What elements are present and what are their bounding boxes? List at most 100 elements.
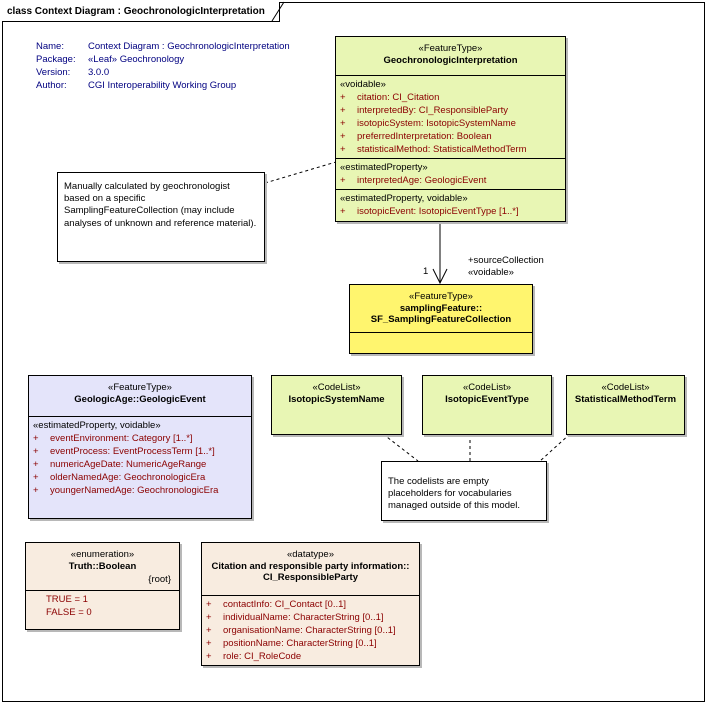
datatype-ci-responsible-party[interactable]: «datatype» Citation and responsible part…: [201, 542, 420, 666]
frame-tab-corner: [271, 1, 285, 22]
plus-sign: +: [340, 144, 346, 155]
plus-sign: +: [340, 206, 346, 217]
attribute-row: + numericAgeDate: NumericAgeRange: [33, 458, 247, 471]
note-codelists[interactable]: The codelists are empty placeholders for…: [381, 461, 547, 521]
attribute-section-voidable: «voidable» + citation: CI_Citation + inter…: [336, 75, 565, 158]
attribute-text: positionName: CharacterString [0..1]: [223, 638, 377, 649]
class-name: IsotopicEventType: [445, 393, 529, 405]
frame-title: class Context Diagram : GeochronologicIn…: [2, 2, 280, 22]
plus-sign: +: [340, 131, 346, 142]
attribute-row: +eventProcess: EventProcessTerm [1..*]: [33, 445, 247, 458]
empty-section: [350, 332, 532, 349]
attribute-row: + role: CI_RoleCode: [206, 650, 415, 663]
attribute-text: isotopicSystem: IsotopicSystemName: [357, 118, 516, 129]
attribute-row: +individualName: CharacterString [0..1]: [206, 611, 415, 624]
plus-sign: +: [340, 105, 346, 116]
class-sf-sampling-feature-collection[interactable]: «FeatureType» samplingFeature:: SF_Sampl…: [349, 284, 533, 354]
plus-sign: +: [340, 118, 346, 129]
meta-value: Context Diagram : GeochronologicInterpre…: [88, 41, 290, 52]
class-name: Truth::Boolean: [68, 560, 137, 572]
class-stereotype: «FeatureType»: [418, 43, 483, 54]
class-name-line1: samplingFeature::: [399, 302, 483, 314]
class-header: «datatype» Citation and responsible part…: [202, 543, 419, 595]
class-stereotype: «FeatureType»: [409, 291, 473, 302]
attribute-row: +preferredInterpretation: Boolean: [340, 130, 561, 143]
attribute-text: organisationName: CharacterString [0..1]: [223, 625, 396, 636]
codelist-anchor-1: [382, 433, 419, 462]
codelist-anchor-3: [539, 433, 571, 462]
class-name-line1: Citation and responsible party informati…: [211, 560, 410, 572]
attribute-text: numericAgeDate: NumericAgeRange: [50, 459, 207, 470]
section-title: «estimatedProperty, voidable»: [33, 420, 161, 431]
class-header: «CodeList» StatisticalMethodTerm: [567, 376, 684, 405]
meta-key: Version:: [36, 67, 71, 78]
attribute-text: interpretedBy: CI_ResponsibleParty: [357, 105, 509, 116]
attribute-text: citation: CI_Citation: [357, 92, 440, 103]
section-title: «estimatedProperty»: [340, 162, 428, 173]
association-multiplicity: 1: [423, 266, 429, 277]
meta-value: CGI Interoperability Working Group: [88, 80, 237, 91]
class-stereotype: «CodeList»: [312, 382, 361, 393]
meta-value: 3.0.0: [88, 67, 110, 78]
attribute-text: individualName: CharacterString [0..1]: [223, 612, 384, 623]
note-geochronologist[interactable]: Manually calculated by geochronologist b…: [57, 172, 265, 262]
attribute-text: interpretedAge: GeologicEvent: [357, 175, 487, 186]
section-title: «estimatedProperty, voidable»: [340, 193, 468, 204]
class-stereotype: «CodeList»: [462, 382, 512, 393]
attribute-text: role: CI_RoleCode: [223, 651, 302, 662]
class-header: «FeatureType» samplingFeature:: SF_Sampl…: [350, 285, 532, 332]
meta-key: Author:: [36, 80, 67, 91]
codelist-statistical-method-term[interactable]: «CodeList» StatisticalMethodTerm: [566, 375, 685, 435]
class-stereotype: «FeatureType»: [108, 382, 172, 393]
meta-key: Package:: [36, 54, 76, 65]
plus-sign: +: [340, 92, 346, 103]
literal-section: TRUE = 1 FALSE = 0: [26, 590, 179, 621]
attribute-text: contactInfo: CI_Contact [0..1]: [223, 599, 347, 610]
class-header: «FeatureType» GeochronologicInterpretati…: [336, 37, 565, 75]
meta-row-version: Version: 3.0.0: [36, 66, 290, 79]
attribute-text: eventEnvironment: Category [1..*]: [50, 433, 193, 444]
class-stereotype: «enumeration»: [70, 549, 135, 560]
codelist-isotopic-event-type[interactable]: «CodeList» IsotopicEventType: [422, 375, 552, 435]
codelist-isotopic-system-name[interactable]: «CodeList» IsotopicSystemName: [271, 375, 402, 435]
section-title: «voidable»: [340, 79, 386, 90]
enum-literal: FALSE = 0: [46, 607, 92, 618]
attribute-section: +contactInfo: CI_Contact [0..1] +individ…: [202, 595, 419, 665]
meta-value: «Leaf» Geochronology: [88, 54, 185, 65]
diagram-metadata: Name: Context Diagram : GeochronologicIn…: [36, 40, 290, 92]
attribute-text: isotopicEvent: IsotopicEventType [1..*]: [357, 206, 519, 217]
class-name: GeologicAge::GeologicEvent: [74, 393, 206, 405]
class-stereotype: «datatype»: [286, 549, 334, 560]
attribute-row: + citation: CI_Citation: [340, 91, 561, 104]
attribute-row: + organisationName: CharacterString [0..1…: [206, 624, 415, 637]
association-role: +sourceCollection: [468, 255, 544, 266]
plus-sign: +: [33, 446, 39, 457]
plus-sign: +: [340, 175, 346, 186]
plus-sign: +: [206, 599, 212, 610]
class-geologic-event[interactable]: «FeatureType» GeologicAge::GeologicEvent…: [28, 375, 252, 519]
meta-row-name: Name: Context Diagram : GeochronologicIn…: [36, 40, 290, 53]
attribute-row: + isotopicSystem: IsotopicSystemName: [340, 117, 561, 130]
attribute-row: + interpretedAge: GeologicEvent: [340, 174, 561, 187]
plus-sign: +: [33, 459, 39, 470]
class-stereotype: «CodeList»: [601, 382, 650, 393]
plus-sign: +: [206, 625, 212, 636]
meta-row-author: Author: CGI Interoperability Working Gro…: [36, 79, 290, 92]
plus-sign: +: [33, 485, 39, 496]
enumeration-truth-boolean[interactable]: «enumeration» Truth::Boolean {root} TRUE…: [25, 542, 180, 630]
attribute-row: + isotopicEvent: IsotopicEventType [1..*]: [340, 205, 561, 218]
attribute-text: youngerNamedAge: GeochronologicEra: [50, 485, 219, 496]
attribute-row: + interpretedBy: CI_ResponsibleParty: [340, 104, 561, 117]
class-name: IsotopicSystemName: [288, 393, 385, 405]
plus-sign: +: [206, 651, 212, 662]
plus-sign: +: [206, 638, 212, 649]
class-header: «CodeList» IsotopicSystemName: [272, 376, 401, 405]
association-arrowhead: [432, 268, 448, 285]
class-tag: {root}: [148, 574, 171, 585]
class-geochronologic-interpretation[interactable]: «FeatureType» GeochronologicInterpretati…: [335, 36, 566, 222]
note-anchor-line: [264, 161, 337, 184]
class-header: «CodeList» IsotopicEventType: [423, 376, 551, 405]
attribute-row: + positionName: CharacterString [0..1]: [206, 637, 415, 650]
